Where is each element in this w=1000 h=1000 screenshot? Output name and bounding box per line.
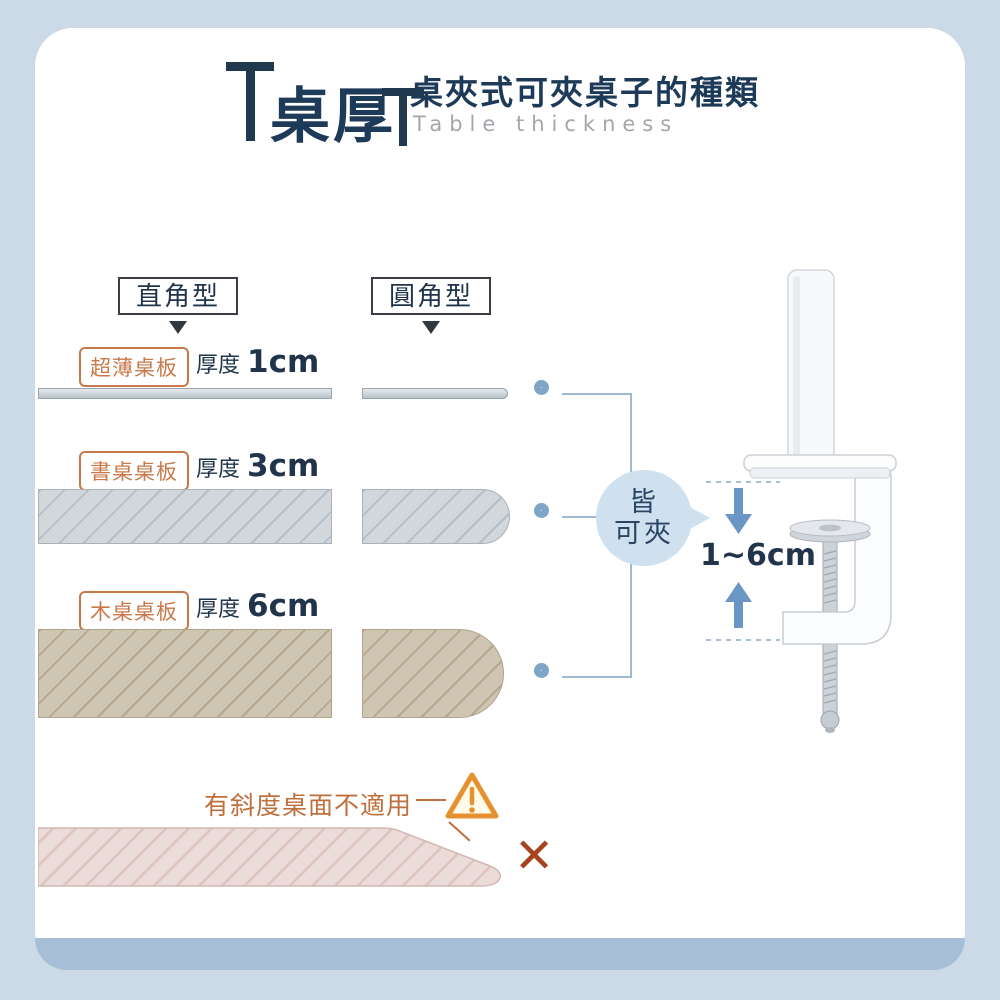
subtitle-en: Table thickness	[413, 112, 679, 136]
thickness-label: 厚度	[196, 353, 241, 378]
board-round-3cm	[362, 489, 510, 544]
board-straight-1cm	[38, 388, 332, 399]
bubble-pointer	[686, 505, 710, 531]
connector-line	[562, 393, 632, 395]
clamp-range-label: 1~6cm	[700, 538, 816, 573]
footer-bar	[35, 938, 965, 970]
table-icon-stem	[399, 96, 407, 146]
connector-line	[562, 676, 632, 678]
thickness-text: 厚度 6cm	[196, 588, 319, 624]
thickness-label: 厚度	[196, 457, 241, 482]
desk-clamp-icon	[706, 269, 897, 733]
warning-leader-line	[416, 799, 446, 801]
board-straight-3cm	[38, 489, 332, 544]
warning-text: 有斜度桌面不適用	[204, 791, 413, 820]
bubble-line2: 可夾	[614, 518, 674, 549]
thickness-value: 6cm	[247, 588, 320, 624]
cross-icon: ✕	[514, 828, 555, 884]
board-straight-6cm	[38, 629, 332, 718]
page-title: 桌厚	[270, 82, 396, 152]
thickness-label: 厚度	[196, 597, 241, 622]
thickness-text: 厚度 1cm	[196, 344, 319, 380]
triangle-down-icon	[169, 321, 187, 334]
board-tag-ultrathin: 超薄桌板	[79, 347, 189, 387]
column-label-round-edge: 圓角型	[371, 277, 491, 315]
connector-dot	[534, 503, 549, 518]
thickness-value: 3cm	[247, 448, 320, 484]
board-round-6cm	[362, 629, 504, 718]
connector-dot	[534, 663, 549, 678]
connector-dot	[534, 380, 549, 395]
board-round-1cm	[362, 388, 508, 399]
table-icon-top	[382, 88, 424, 96]
table-icon-stem	[245, 71, 255, 141]
warning-triangle-icon	[444, 770, 500, 828]
board-tag-desk: 書桌桌板	[79, 451, 189, 491]
bubble-line1: 皆	[629, 486, 659, 518]
sloped-board-illustration	[37, 818, 516, 894]
table-icon-top	[226, 62, 274, 71]
table-icon	[382, 88, 424, 146]
all-clampable-bubble: 皆 可夾	[596, 470, 692, 566]
thickness-value: 1cm	[247, 344, 320, 380]
clamp-illustration	[680, 262, 920, 742]
board-tag-wood: 木桌桌板	[79, 591, 189, 631]
thickness-text: 厚度 3cm	[196, 448, 319, 484]
column-label-square-edge: 直角型	[118, 277, 238, 315]
main-title: 桌夾式可夾桌子的種類	[410, 73, 760, 112]
triangle-down-icon	[422, 321, 440, 334]
table-icon	[226, 62, 274, 141]
